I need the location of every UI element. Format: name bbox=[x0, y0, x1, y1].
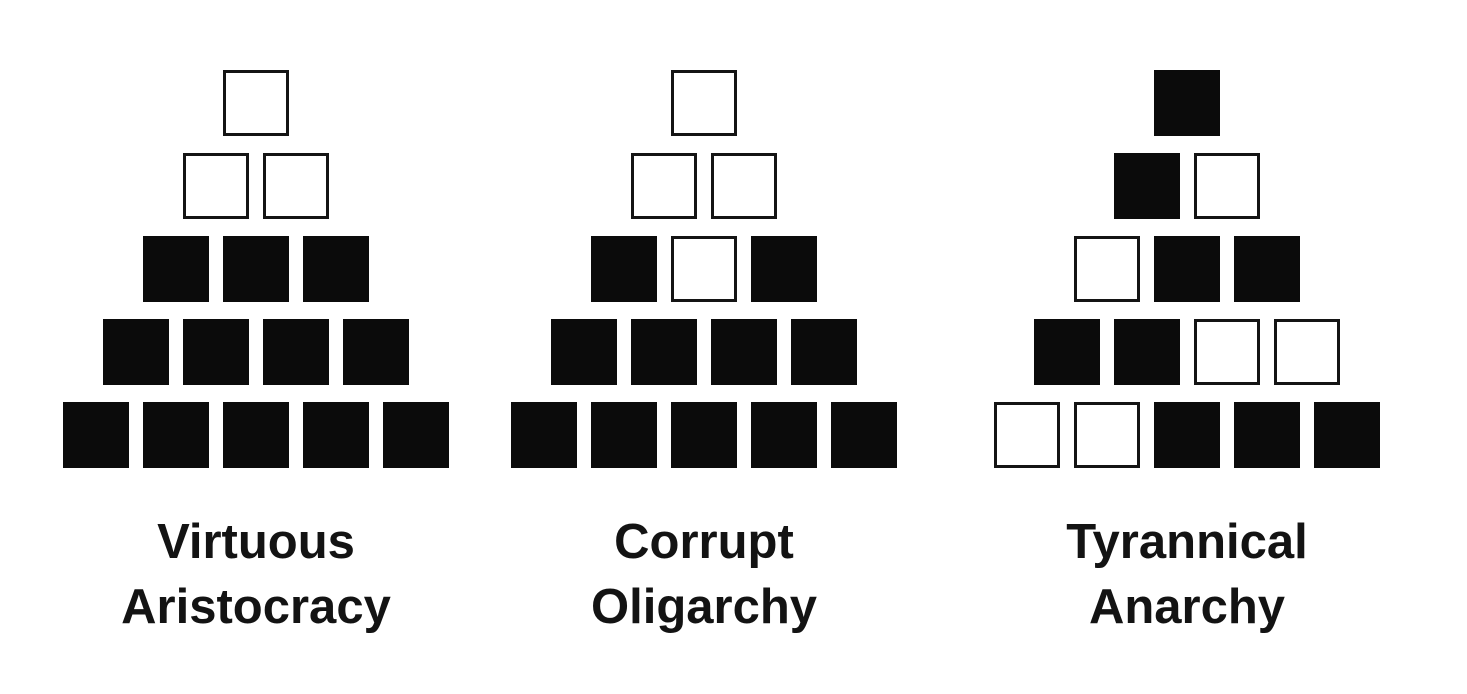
filled-square bbox=[1034, 319, 1100, 385]
pyramid-label-line2: Anarchy bbox=[1088, 580, 1286, 634]
outline-square bbox=[711, 153, 777, 219]
filled-square bbox=[751, 236, 817, 302]
filled-square bbox=[143, 236, 209, 302]
filled-square bbox=[1234, 236, 1300, 302]
outline-square bbox=[1194, 319, 1260, 385]
filled-square bbox=[551, 319, 617, 385]
pyramid-row bbox=[671, 70, 737, 136]
filled-square bbox=[671, 402, 737, 468]
filled-square bbox=[103, 319, 169, 385]
pyramid-row bbox=[591, 236, 817, 302]
outline-square bbox=[1074, 402, 1140, 468]
outline-square bbox=[1274, 319, 1340, 385]
pyramid-row bbox=[994, 402, 1380, 468]
pyramid-row bbox=[1074, 236, 1300, 302]
pyramid-row bbox=[1114, 153, 1260, 219]
pyramid-label-line2: Aristocracy bbox=[121, 580, 391, 634]
filled-square bbox=[183, 319, 249, 385]
filled-square bbox=[63, 402, 129, 468]
pyramid-row bbox=[143, 236, 369, 302]
filled-square bbox=[263, 319, 329, 385]
filled-square bbox=[591, 236, 657, 302]
filled-square bbox=[511, 402, 577, 468]
filled-square bbox=[1234, 402, 1300, 468]
filled-square bbox=[303, 236, 369, 302]
pyramid-row bbox=[63, 402, 449, 468]
outline-square bbox=[671, 236, 737, 302]
outline-square bbox=[994, 402, 1060, 468]
outline-square bbox=[263, 153, 329, 219]
filled-square bbox=[591, 402, 657, 468]
pyramid-row bbox=[223, 70, 289, 136]
outline-square bbox=[223, 70, 289, 136]
pyramid-label-line2: Oligarchy bbox=[590, 580, 818, 634]
filled-square bbox=[223, 236, 289, 302]
filled-square bbox=[303, 402, 369, 468]
outline-square bbox=[671, 70, 737, 136]
outline-square bbox=[1194, 153, 1260, 219]
pyramid-diagram bbox=[511, 70, 897, 468]
filled-square bbox=[631, 319, 697, 385]
pyramid-row bbox=[1034, 319, 1340, 385]
outline-square bbox=[183, 153, 249, 219]
filled-square bbox=[383, 402, 449, 468]
pyramid-label-line1: Tyrannical bbox=[1066, 515, 1308, 569]
pyramid-diagram bbox=[63, 70, 449, 468]
pyramid-row bbox=[631, 153, 777, 219]
pyramid-row bbox=[1154, 70, 1220, 136]
filled-square bbox=[143, 402, 209, 468]
filled-square bbox=[1114, 153, 1180, 219]
outline-square bbox=[631, 153, 697, 219]
filled-square bbox=[751, 402, 817, 468]
filled-square bbox=[223, 402, 289, 468]
pyramid-label-line1: Virtuous bbox=[157, 515, 355, 569]
filled-square bbox=[1154, 236, 1220, 302]
filled-square bbox=[1154, 402, 1220, 468]
filled-square bbox=[1114, 319, 1180, 385]
pyramid-row bbox=[183, 153, 329, 219]
filled-square bbox=[1154, 70, 1220, 136]
pyramid-row bbox=[103, 319, 409, 385]
filled-square bbox=[791, 319, 857, 385]
filled-square bbox=[343, 319, 409, 385]
pyramid-row bbox=[551, 319, 857, 385]
filled-square bbox=[711, 319, 777, 385]
filled-square bbox=[831, 402, 897, 468]
pyramid-label-line1: Corrupt bbox=[614, 515, 794, 569]
pyramid-row bbox=[511, 402, 897, 468]
pyramid-diagram bbox=[994, 70, 1380, 468]
outline-square bbox=[1074, 236, 1140, 302]
filled-square bbox=[1314, 402, 1380, 468]
